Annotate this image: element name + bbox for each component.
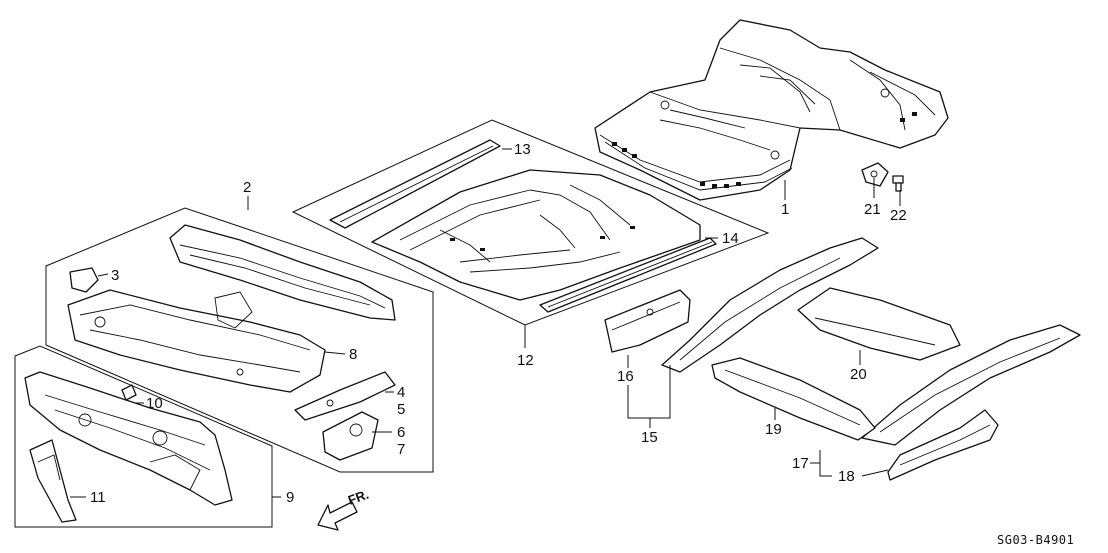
callout-12: 12: [517, 352, 534, 369]
callout-11: 11: [90, 489, 106, 506]
rear-crossmember-part-20[interactable]: [797, 287, 961, 361]
floor-side-sill-part-14[interactable]: [539, 237, 717, 313]
callout-4: 4: [397, 384, 405, 401]
callout-18: 18: [838, 468, 855, 485]
callout-1: 1: [781, 201, 789, 218]
front-floor-pan-part-12[interactable]: [371, 169, 701, 301]
rear-frame-left-part-15[interactable]: [661, 237, 879, 373]
dashboard-upper-group-box: [45, 207, 434, 473]
rear-frame-right[interactable]: [861, 324, 1081, 446]
callout-16: 16: [617, 368, 634, 385]
callout-13: 13: [514, 141, 531, 158]
leader-lines: [70, 148, 901, 498]
floor-side-sill-part-13[interactable]: [329, 139, 501, 229]
front-direction-arrow: FR.: [317, 487, 371, 531]
callout-19: 19: [765, 421, 782, 438]
callout-9: 9: [286, 489, 294, 506]
callout-7: 7: [397, 441, 405, 458]
extension-part-17-18[interactable]: [887, 409, 999, 481]
front-direction-label: FR.: [346, 487, 371, 508]
rear-floor-pan-part-1[interactable]: [594, 19, 949, 201]
bracket-part-10[interactable]: [121, 384, 137, 401]
bolt-part-22[interactable]: [892, 175, 904, 192]
diagram-code: SG03-B4901: [997, 533, 1074, 547]
front-floor-group-box: [291, 119, 770, 326]
side-panel-part-11[interactable]: [29, 439, 77, 523]
bracket-part-3[interactable]: [69, 267, 99, 293]
callout-3: 3: [111, 267, 119, 284]
callout-6: 6: [397, 424, 405, 441]
callout-22: 22: [890, 207, 907, 224]
callout-21: 21: [864, 201, 881, 218]
rear-cross-rail-part-19[interactable]: [711, 357, 876, 441]
callout-5: 5: [397, 401, 405, 418]
dashboard-lower-group-box: [14, 345, 273, 528]
side-frame-part-16[interactable]: [604, 289, 691, 353]
dashboard-lower-part-9[interactable]: [24, 371, 233, 506]
callout-numbers: 1 21 22 13 14 12 2 3 8 4 5 6 7 10 11 9 1…: [90, 141, 907, 506]
callout-20: 20: [850, 366, 867, 383]
callout-10: 10: [146, 395, 163, 412]
bracket-part-21[interactable]: [861, 162, 889, 187]
cowl-top-part-2[interactable]: [169, 224, 396, 321]
callout-8: 8: [349, 346, 357, 363]
gusset-part-6-7[interactable]: [322, 411, 379, 461]
dashboard-upper-part-8[interactable]: [67, 289, 326, 393]
callout-14: 14: [722, 230, 739, 247]
reinforcement-part-4-5[interactable]: [294, 371, 396, 421]
callout-15: 15: [641, 429, 658, 446]
callout-17: 17: [792, 455, 809, 472]
callout-2: 2: [243, 179, 251, 196]
